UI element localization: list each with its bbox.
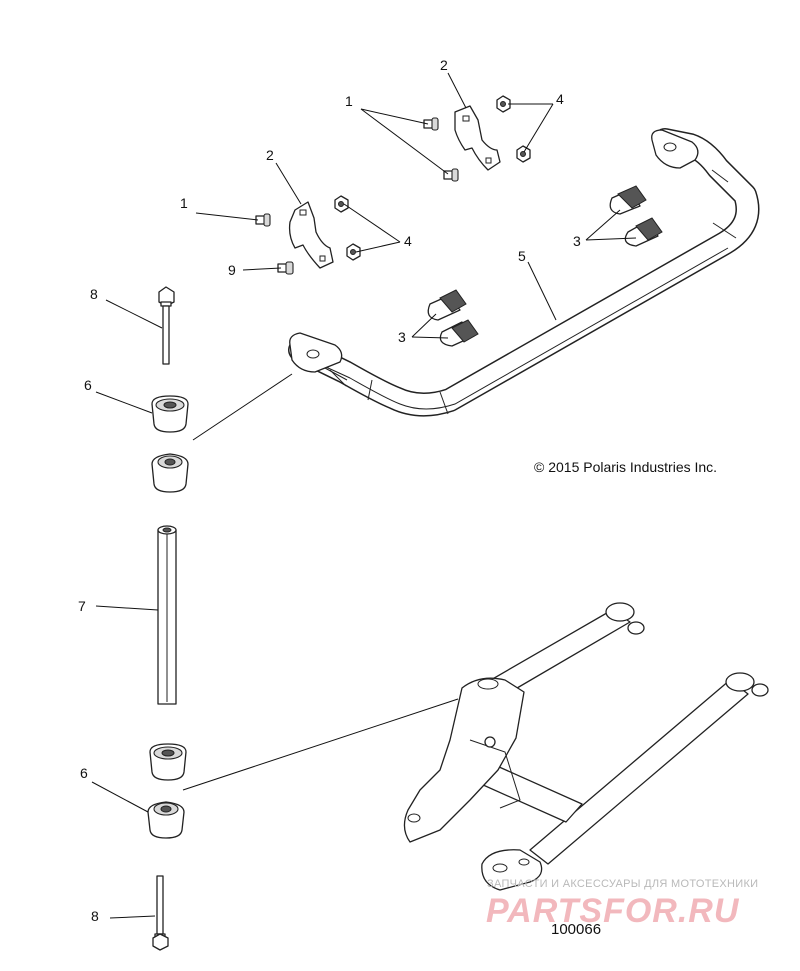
watermark-brand: PARTSFOR.RU	[486, 892, 740, 930]
bushing-3-lower-a	[427, 289, 467, 321]
bushing-3-upper-b	[624, 217, 663, 247]
bushing-6-lower-top	[149, 743, 187, 781]
callout-1a: 1	[345, 93, 353, 109]
figure-number: 100066	[551, 921, 601, 938]
bracket-lower	[288, 201, 334, 269]
watermark-subtitle: ЗАПЧАСТИ И АКСЕССУАРЫ ДЛЯ МОТОТЕХНИКИ	[487, 878, 758, 890]
bushing-3-upper-a	[609, 185, 647, 215]
nut-4-upper-b	[516, 145, 531, 163]
bracket-upper	[454, 105, 501, 171]
bolt-1-lower	[255, 213, 271, 227]
callout-2a: 2	[440, 57, 448, 73]
callout-2b: 2	[266, 147, 274, 163]
callout-6a: 6	[84, 377, 92, 393]
bushing-6-lower-bottom	[147, 801, 185, 839]
callout-4a: 4	[556, 91, 564, 107]
bolt-1-upper-a	[423, 117, 439, 131]
callout-6b: 6	[80, 765, 88, 781]
callout-8b: 8	[91, 908, 99, 924]
callout-3a: 3	[573, 233, 581, 249]
trailing-arm-assembly	[403, 602, 769, 891]
callout-5: 5	[518, 248, 526, 264]
callout-9: 9	[228, 262, 236, 278]
bushing-6-upper	[151, 395, 189, 433]
callout-1b: 1	[180, 195, 188, 211]
bushing-lower-cap	[151, 453, 189, 493]
bolt-1-upper-b	[443, 168, 459, 182]
copyright-text: © 2015 Polaris Industries Inc.	[534, 459, 717, 475]
callout-labels: 1 1 2 2 3 3 4 4 5 6 6 7 8 8 9	[78, 57, 581, 924]
bushing-3-lower-b	[439, 319, 479, 347]
callout-8a: 8	[90, 286, 98, 302]
callout-4b: 4	[404, 233, 412, 249]
leader-lines	[91, 72, 637, 919]
stabilizer-bar	[288, 128, 760, 417]
callout-7: 7	[78, 598, 86, 614]
bolt-8-upper	[158, 286, 175, 365]
nut-4-upper-a	[496, 95, 511, 113]
nut-4-lower-a	[334, 195, 349, 213]
callout-3b: 3	[398, 329, 406, 345]
nut-4-lower-b	[346, 243, 361, 261]
link-rod-7	[157, 525, 177, 705]
bolt-8-lower	[152, 875, 169, 951]
